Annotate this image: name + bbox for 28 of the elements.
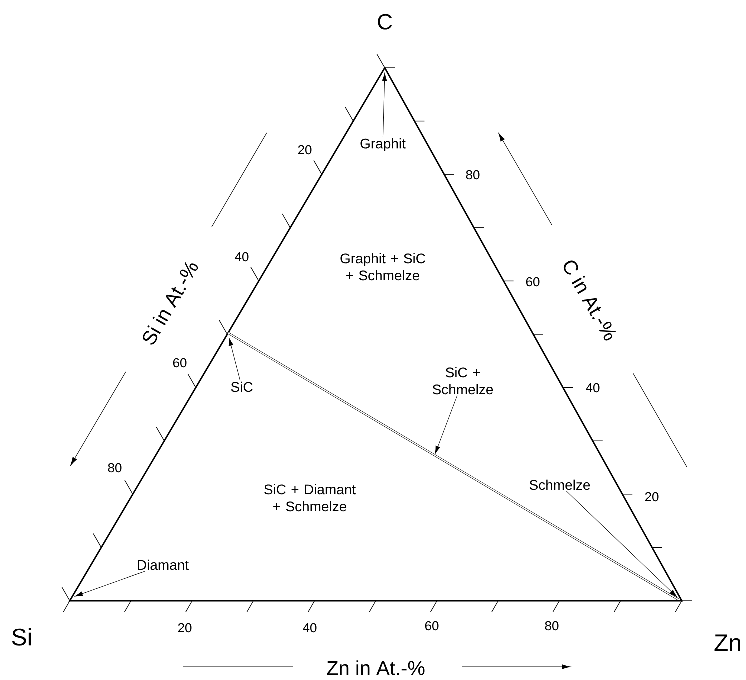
tick-label: 40 [235,252,249,262]
phase-label: Schmelze [530,480,590,490]
tick-label: 20 [298,145,312,155]
phase-label: SiC [231,382,253,392]
phase-label: SiC + Schmelze [432,367,494,395]
tick-label: 60 [526,277,540,287]
tick-label: 60 [173,358,187,368]
phase-label: Graphit [360,138,406,152]
vertex-label: C [378,14,392,30]
vertex-label: Zn [714,634,740,652]
tick-label: 80 [545,621,559,631]
region-label: SiC + Diamant + Schmelze [264,484,356,512]
leader-arrow [75,571,146,597]
leader-arrow [435,396,458,454]
tick-label: 20 [178,623,192,633]
tick-label: 80 [108,463,122,473]
tick-label: 20 [645,492,659,502]
leader-arrow [228,338,241,381]
axis-title: Zn in At.-% [327,660,425,676]
tick-label: 80 [466,170,480,180]
leader-arrow [382,73,388,138]
tick-label: 60 [425,621,439,631]
region-label: Graphit + SiC + Schmelze [340,253,426,281]
tick-label: 40 [303,623,317,633]
vertex-label: Si [12,628,32,646]
phase-label: Diamant [138,560,189,570]
tick-label: 40 [586,383,600,393]
leader-arrow [566,491,678,598]
